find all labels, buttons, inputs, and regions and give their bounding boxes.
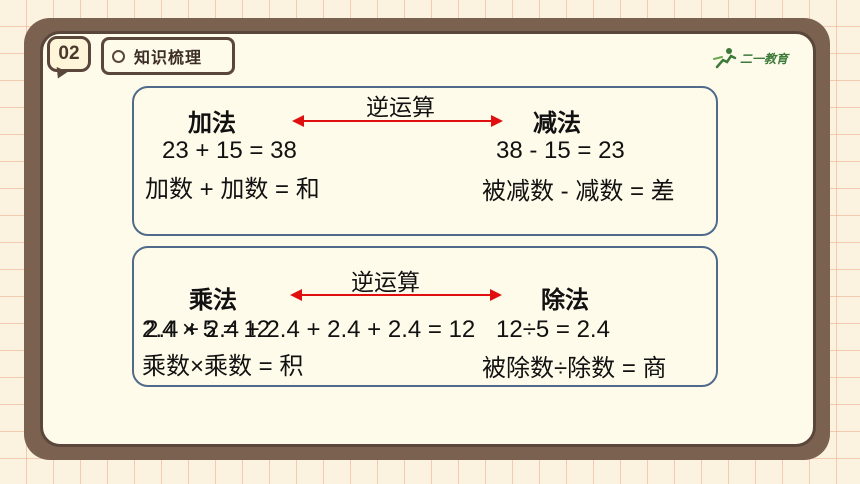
subtraction-title: 减法 <box>533 110 581 137</box>
section-number-badge: 02 <box>47 36 91 82</box>
section-title-pill: 知识梳理 <box>101 37 235 75</box>
double-arrow-icon <box>292 115 503 127</box>
multiplication-title: 乘法 <box>189 287 237 314</box>
multiplication-formula: 乘数×乘数 = 积 <box>142 353 304 380</box>
addition-title: 加法 <box>188 110 236 137</box>
inverse-label-1: 逆运算 <box>366 94 435 120</box>
subtraction-example: 38 - 15 = 23 <box>496 137 625 164</box>
division-formula: 被除数÷除数 = 商 <box>482 355 667 382</box>
subtraction-formula: 被减数 - 减数 = 差 <box>482 178 675 205</box>
repeated-addition-example: 2.4 + 2.4 + 2.4 + 2.4 + 2.4 = 12 <box>145 316 476 343</box>
addition-example: 23 + 15 = 38 <box>162 137 297 164</box>
division-title: 除法 <box>541 287 589 314</box>
section-number: 02 <box>58 43 80 64</box>
section-title: 知识梳理 <box>134 50 203 67</box>
add-subtract-box <box>132 86 718 236</box>
inverse-label-2: 逆运算 <box>351 269 420 295</box>
brand-logo: 二一教育 <box>712 47 788 69</box>
circle-bullet-icon <box>112 49 125 63</box>
addition-formula: 加数 + 加数 = 和 <box>145 176 320 203</box>
brand-name: 二一教育 <box>740 51 789 66</box>
double-arrow-icon <box>290 289 502 301</box>
multiplication-example: 2.4 × 5 = 12 <box>142 316 271 343</box>
multiply-divide-box <box>132 246 718 387</box>
division-example: 12÷5 = 2.4 <box>496 316 610 343</box>
runner-icon <box>713 48 737 69</box>
